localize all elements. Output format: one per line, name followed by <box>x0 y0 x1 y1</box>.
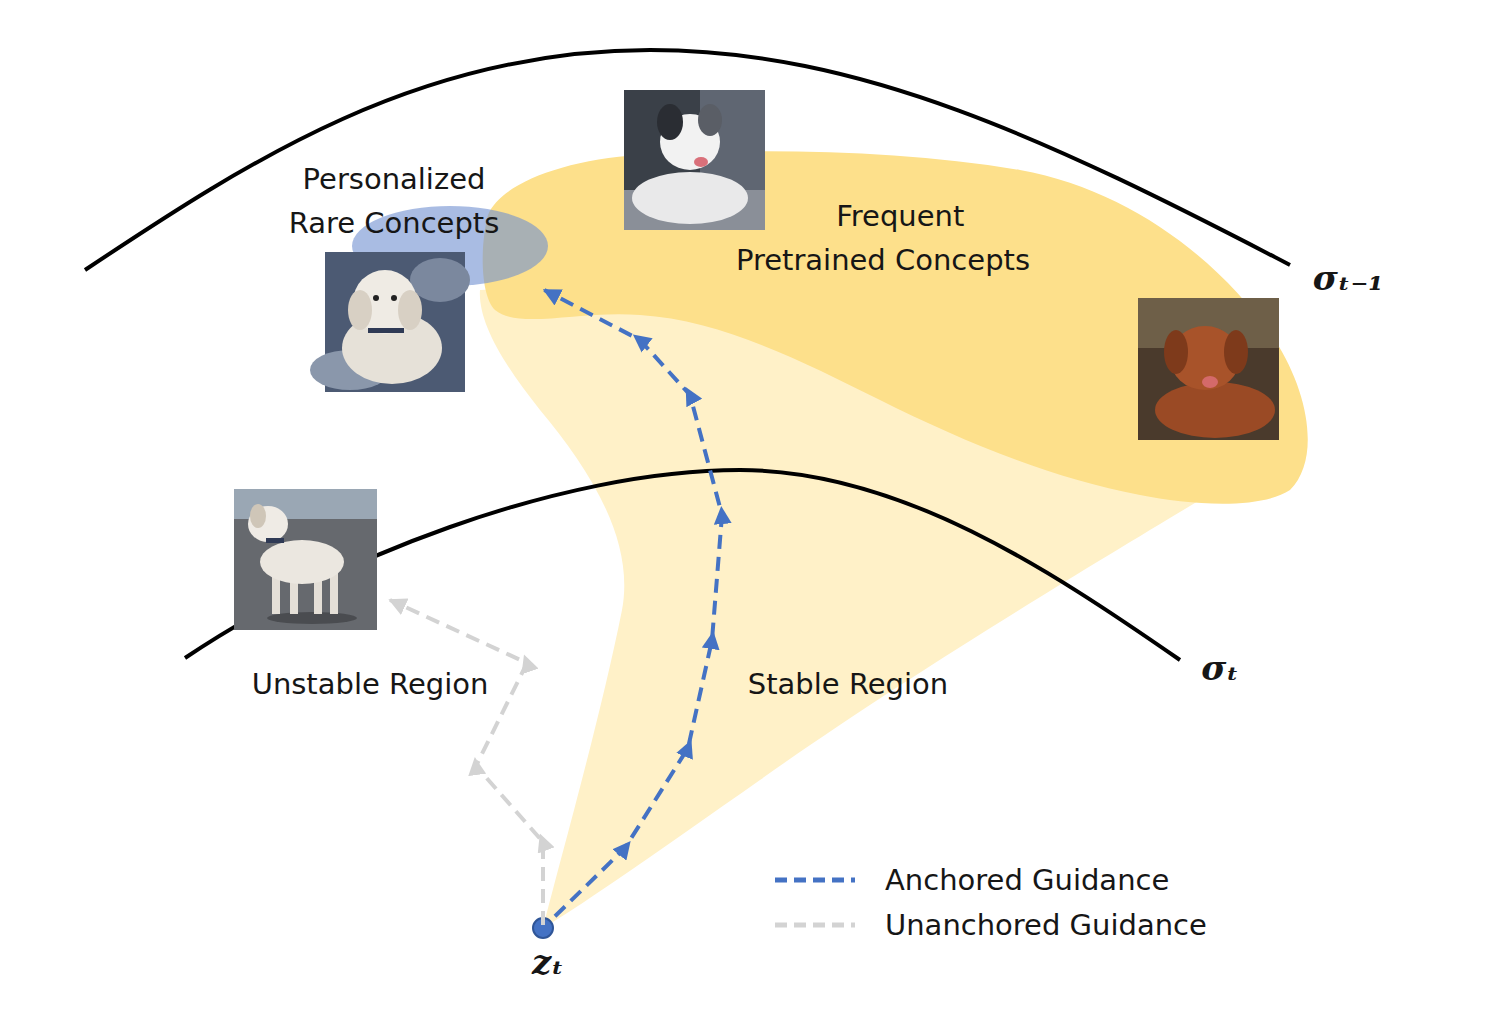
dog-ear <box>348 290 372 330</box>
dog-eye <box>391 295 397 301</box>
legend-label: Unanchored Guidance <box>885 903 1207 947</box>
dog-ear <box>1224 330 1248 374</box>
guidance-arrow <box>544 290 722 916</box>
dog-tongue <box>1202 376 1218 388</box>
dog-photo <box>310 252 470 392</box>
dog-collar <box>368 328 404 333</box>
region-label: Stable Region <box>748 662 948 706</box>
dog-photo <box>234 489 377 630</box>
noise-level-label: σₜ <box>1201 648 1239 688</box>
noise-level-curve <box>185 470 1180 660</box>
dog-eye <box>373 295 379 301</box>
dog-ear <box>250 504 266 528</box>
dog-photo <box>624 90 765 230</box>
noise-level-label: σₜ₋₁ <box>1313 258 1384 298</box>
region-label: Unstable Region <box>252 662 489 706</box>
dog-photo <box>1138 298 1279 440</box>
region-label: Frequent Pretrained Concepts <box>732 194 1034 282</box>
photo-background <box>1138 298 1279 440</box>
photo-background <box>234 489 377 630</box>
dog-ear <box>398 290 422 330</box>
legend-sample <box>775 878 855 883</box>
dog-tongue <box>694 157 708 167</box>
dog-body <box>1155 382 1275 438</box>
dog-ear <box>1164 330 1188 374</box>
legend-sample <box>775 923 855 928</box>
latent-label: zₜ <box>532 942 564 982</box>
dog-body <box>260 540 344 584</box>
photo-background <box>624 90 765 230</box>
dog-ear <box>657 104 683 140</box>
dog-ear <box>698 104 722 136</box>
region-label: Personalized Rare Concepts <box>277 157 511 245</box>
dog-collar <box>266 538 284 543</box>
noise-level-curve <box>85 50 1290 270</box>
legend-label: Anchored Guidance <box>885 858 1169 902</box>
photo-background <box>410 258 470 302</box>
dog-body <box>632 172 748 224</box>
unanchored-path <box>390 600 543 925</box>
dog-shadow <box>267 612 357 624</box>
